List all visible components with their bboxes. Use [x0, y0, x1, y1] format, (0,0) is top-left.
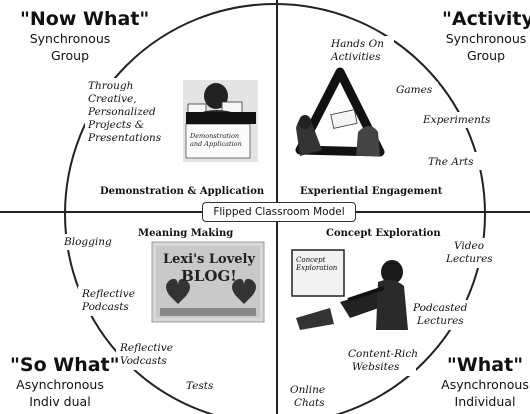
note-hands-on: Hands On Activities — [331, 38, 384, 64]
corner-title-so-what: "So What" — [10, 354, 120, 376]
note-through-creative: Through Creative, Personalized Projects … — [88, 80, 161, 145]
note-the-arts: The Arts — [428, 156, 474, 168]
corner-top-right: "Activity" Synchronous Group — [442, 8, 530, 64]
demonstration-photo — [183, 80, 258, 162]
corner-title-what: "What" — [446, 354, 524, 376]
note-line: Projects & — [88, 119, 145, 131]
demo-caption-line-2: and Application — [190, 140, 242, 148]
blog-photo — [151, 241, 265, 323]
note-reflective-podcasts: Reflective Podcasts — [82, 288, 135, 314]
note-line: Hands On — [331, 38, 384, 50]
quadrant-label-experiential: Experiential Engagement — [300, 186, 443, 197]
quadrant-label-meaning-making: Meaning Making — [138, 228, 234, 239]
experiential-photo — [292, 66, 388, 162]
corner-sub2-bottom-left: Indiv dual — [29, 394, 91, 409]
corner-sub1-bottom-right: Asynchronous — [441, 377, 529, 392]
note-line: Personalized — [88, 106, 156, 118]
note-line: Creative, — [88, 93, 137, 105]
corner-sub2-top-left: Group — [50, 48, 90, 63]
quadrant-label-concept-exploration: Concept Exploration — [326, 228, 441, 239]
corner-title-now-what: "Now What" — [20, 8, 150, 30]
corner-sub1-top-right: Synchronous — [445, 31, 527, 46]
note-line: Video — [454, 240, 485, 252]
note-blogging: Blogging — [64, 236, 112, 248]
corner-sub2-bottom-right: Individual — [454, 394, 516, 409]
note-line: Reflective — [120, 342, 173, 354]
corner-sub1-bottom-left: Asynchronous — [16, 377, 104, 392]
note-line: Lectures — [446, 253, 493, 265]
note-video-lectures: Video Lectures — [446, 240, 493, 266]
note-line: Websites — [352, 361, 400, 373]
note-online-chats: Online Chats — [290, 384, 325, 410]
note-line: Content-Rich — [348, 348, 418, 360]
outer-circle — [64, 3, 486, 414]
corner-title-activity: "Activity" — [442, 8, 530, 30]
concept-caption-line-2: Exploration — [296, 264, 338, 272]
demo-photo-caption: Demonstration and Application — [190, 132, 242, 148]
blog-text-line-1: Lexi's Lovely — [162, 252, 256, 267]
quadrant-label-demonstration: Demonstration & Application — [100, 186, 265, 197]
concept-photo-caption: Concept Exploration — [296, 256, 337, 272]
note-tests: Tests — [186, 380, 214, 392]
center-label: Flipped Classroom Model — [202, 202, 356, 222]
note-games: Games — [396, 84, 433, 96]
note-line: Through — [88, 80, 134, 92]
concept-caption-line-1: Concept — [296, 256, 326, 264]
corner-top-left: "Now What" Synchronous Group — [20, 8, 150, 64]
blog-photo-text: Lexi's Lovely BLOG! — [160, 252, 258, 285]
blog-text-line-2: BLOG! — [181, 267, 237, 285]
note-podcasted-lectures: Podcasted Lectures — [413, 302, 467, 328]
corner-bottom-right: "What" Asynchronous Individual — [440, 354, 530, 410]
corner-sub2-top-right: Group — [466, 48, 506, 63]
note-line: Podcasts — [82, 301, 129, 313]
note-experiments: Experiments — [423, 114, 491, 126]
corner-bottom-left: "So What" Asynchronous Indiv dual — [10, 354, 120, 410]
concept-photo — [288, 240, 408, 336]
note-line: Online — [290, 384, 326, 396]
note-reflective-vodcasts: Reflective Vodcasts — [120, 342, 173, 368]
note-line: Lectures — [417, 315, 464, 327]
note-line: Presentations — [88, 132, 162, 144]
note-line: Chats — [294, 397, 325, 409]
corner-sub1-top-left: Synchronous — [29, 31, 111, 46]
demo-caption-line-1: Demonstration — [190, 132, 240, 140]
note-line: Reflective — [82, 288, 135, 300]
note-line: Activities — [331, 51, 381, 63]
note-content-rich: Content-Rich Websites — [348, 348, 418, 374]
note-line: Vodcasts — [120, 355, 167, 367]
note-line: Podcasted — [413, 302, 468, 314]
